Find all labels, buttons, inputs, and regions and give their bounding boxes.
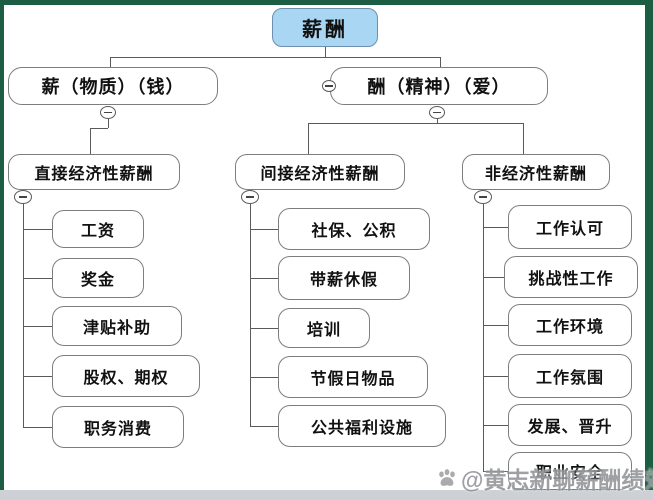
node-challenging-work[interactable]: 挑战性工作 — [504, 256, 638, 298]
node-social-insurance[interactable]: 社保、公积 — [278, 208, 430, 250]
connector-line — [483, 325, 508, 326]
minus-glyph — [19, 196, 27, 198]
connector-line — [250, 328, 278, 329]
connector-line — [250, 204, 251, 426]
node-label: 培训 — [306, 322, 341, 339]
node-label: 工作认可 — [535, 221, 604, 238]
connector-line — [23, 229, 52, 230]
collapse-icon[interactable] — [100, 106, 116, 119]
node-label: 间接经济性薪酬 — [260, 166, 380, 183]
node-allowance[interactable]: 津贴补助 — [52, 306, 182, 346]
collapse-icon[interactable] — [322, 80, 336, 92]
node-label: 直接经济性薪酬 — [34, 166, 154, 183]
node-label: 奖金 — [80, 272, 115, 289]
node-label: 非经济性薪酬 — [484, 166, 587, 183]
node-material-money[interactable]: 薪（物质）（钱） — [8, 67, 218, 105]
connector-line — [23, 204, 24, 427]
bottom-taskbar-strip — [0, 490, 653, 500]
node-equity-options[interactable]: 股权、期权 — [52, 355, 200, 397]
node-work-atmosphere[interactable]: 工作氛围 — [508, 354, 632, 398]
minus-glyph — [246, 196, 254, 198]
collapse-icon[interactable] — [14, 190, 32, 204]
frame-right-border — [645, 0, 653, 490]
collapse-icon[interactable] — [429, 106, 445, 119]
frame-top-border — [0, 0, 653, 5]
connector-line — [90, 128, 91, 154]
node-label: 职务消费 — [83, 421, 152, 438]
connector-line — [110, 57, 440, 58]
node-root-compensation[interactable]: 薪酬 — [272, 8, 378, 47]
connector-line — [483, 376, 508, 377]
watermark: @黄志新聊薪酬绩效 — [436, 461, 653, 495]
connector-line — [108, 119, 109, 128]
node-label: 薪酬 — [302, 19, 348, 41]
node-career-security[interactable]: 职业安全 — [508, 452, 632, 490]
connector-line — [483, 204, 484, 471]
frame-left-border — [0, 0, 4, 490]
node-position-consumption[interactable]: 职务消费 — [52, 406, 184, 448]
node-label: 薪（物质）（钱） — [41, 77, 185, 97]
connector-line — [483, 471, 508, 472]
connector-line — [23, 326, 52, 327]
node-label: 工资 — [80, 223, 115, 240]
node-public-welfare-facilities[interactable]: 公共福利设施 — [278, 405, 446, 447]
node-label: 公共福利设施 — [310, 420, 413, 437]
connector-line — [483, 277, 508, 278]
node-development-promotion[interactable]: 发展、晋升 — [508, 404, 632, 446]
watermark-text: @黄志新聊薪酬绩效 — [461, 467, 653, 493]
connector-line — [440, 57, 441, 67]
minus-glyph — [104, 111, 112, 114]
connector-line — [437, 119, 438, 123]
node-direct-economic[interactable]: 直接经济性薪酬 — [8, 154, 180, 190]
node-label: 工作环境 — [535, 319, 604, 336]
node-label: 带薪休假 — [309, 272, 378, 289]
minus-glyph — [433, 111, 441, 114]
node-wage[interactable]: 工资 — [52, 210, 144, 248]
node-work-environment[interactable]: 工作环境 — [508, 304, 632, 346]
connector-line — [23, 427, 52, 428]
connector-line — [523, 123, 524, 154]
collapse-icon[interactable] — [241, 190, 259, 204]
node-indirect-economic[interactable]: 间接经济性薪酬 — [235, 154, 405, 190]
connector-line — [325, 47, 326, 57]
node-work-recognition[interactable]: 工作认可 — [508, 205, 632, 249]
minus-glyph — [325, 85, 333, 87]
node-label: 社保、公积 — [311, 223, 397, 240]
minus-glyph — [479, 196, 487, 198]
collapse-icon[interactable] — [474, 190, 492, 204]
connector-line — [250, 229, 278, 230]
connector-line — [483, 425, 508, 426]
node-paid-leave[interactable]: 带薪休假 — [278, 256, 410, 300]
node-label: 工作氛围 — [535, 370, 604, 387]
node-label: 股权、期权 — [83, 370, 169, 387]
paw-icon — [439, 469, 455, 486]
connector-line — [308, 123, 523, 124]
node-non-economic[interactable]: 非经济性薪酬 — [462, 154, 610, 190]
node-label: 酬（精神）（爱） — [367, 77, 511, 97]
connector-line — [483, 227, 508, 228]
node-bonus[interactable]: 奖金 — [52, 258, 144, 298]
connector-line — [250, 426, 278, 427]
node-label: 职业安全 — [535, 465, 604, 482]
node-holiday-goods[interactable]: 节假日物品 — [278, 356, 428, 398]
node-label: 发展、晋升 — [527, 419, 613, 436]
connector-line — [90, 128, 108, 129]
connector-line — [250, 377, 278, 378]
connector-line — [308, 123, 309, 154]
node-spirit-love[interactable]: 酬（精神）（爱） — [330, 67, 548, 105]
node-label: 挑战性工作 — [528, 271, 614, 288]
connector-line — [23, 376, 52, 377]
connector-line — [110, 57, 111, 67]
connector-line — [250, 278, 278, 279]
connector-line — [23, 278, 52, 279]
node-label: 津贴补助 — [82, 320, 151, 337]
node-label: 节假日物品 — [310, 371, 396, 388]
node-training[interactable]: 培训 — [278, 308, 370, 348]
